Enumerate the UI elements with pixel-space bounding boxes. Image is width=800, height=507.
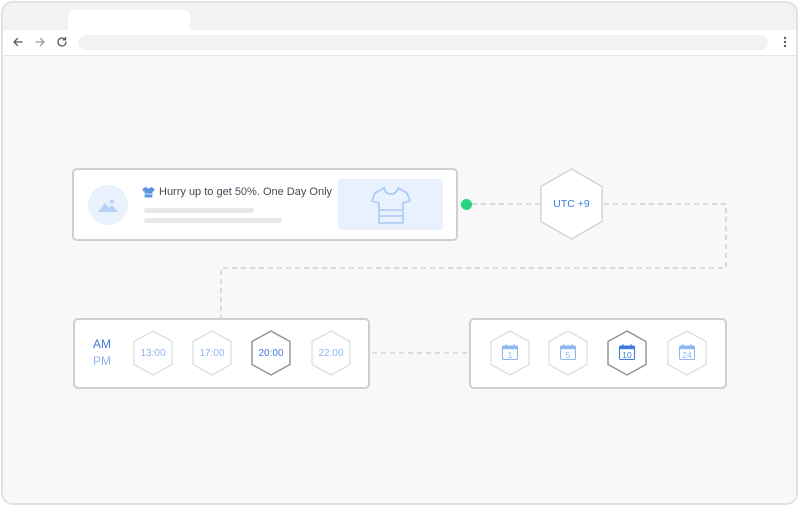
time-slot-hexagon[interactable]: 17:00 — [192, 330, 232, 376]
date-slot-hexagon[interactable]: 1 — [490, 330, 530, 376]
browser-titlebar — [3, 3, 796, 32]
timezone-label: UTC +9 — [553, 198, 590, 210]
date-slot-hexagon[interactable]: 5 — [548, 330, 588, 376]
time-slot-hexagon[interactable]: 13:00 — [133, 330, 173, 376]
am-option[interactable]: AM — [93, 337, 111, 351]
calendar-icon — [501, 343, 519, 361]
am-pm-toggle[interactable]: AM PM — [93, 336, 111, 370]
time-slot-hexagon[interactable]: 20:00 — [251, 330, 291, 376]
image-icon — [88, 185, 128, 225]
promo-title-text: Hurry up to get 50%. One Day Only — [159, 186, 333, 198]
time-slot-hexagon[interactable]: 22:00 — [311, 330, 351, 376]
time-slot-label: 20:00 — [258, 347, 284, 359]
tshirt-icon — [370, 186, 411, 224]
status-indicator — [461, 199, 472, 210]
forward-arrow-icon[interactable] — [32, 34, 48, 50]
back-arrow-icon[interactable] — [10, 34, 26, 50]
product-image — [338, 179, 443, 230]
calendar-icon — [618, 343, 636, 361]
timezone-hexagon[interactable]: UTC +9 — [540, 168, 603, 240]
calendar-icon — [678, 343, 696, 361]
calendar-icon — [559, 343, 577, 361]
kebab-menu-icon[interactable] — [777, 34, 793, 50]
date-slot-label: 24 — [682, 350, 692, 360]
date-slot-hexagon[interactable]: 24 — [667, 330, 707, 376]
pm-option[interactable]: PM — [93, 354, 111, 368]
date-slot-label: 1 — [507, 350, 513, 360]
time-slot-label: 22:00 — [318, 347, 344, 359]
promo-text-placeholder — [144, 218, 282, 223]
date-selector-card: 1 5 10 24 — [469, 318, 727, 389]
promo-text-placeholder — [144, 208, 254, 213]
page-canvas — [3, 56, 796, 503]
browser-tab[interactable] — [68, 10, 190, 32]
time-slot-label: 13:00 — [140, 347, 166, 359]
promo-notification-card[interactable]: Hurry up to get 50%. One Day Only — [72, 168, 458, 241]
tshirt-icon — [142, 186, 155, 198]
date-slot-label: 10 — [622, 350, 632, 360]
address-bar[interactable] — [78, 35, 768, 50]
time-slot-label: 17:00 — [199, 347, 225, 359]
reload-icon[interactable] — [54, 34, 70, 50]
browser-toolbar — [3, 30, 796, 56]
date-slot-hexagon[interactable]: 10 — [607, 330, 647, 376]
date-slot-label: 5 — [565, 350, 571, 360]
promo-title: Hurry up to get 50%. One Day Only — [142, 186, 332, 198]
time-selector-card: AM PM 13:00 17:00 20:00 22:00 — [73, 318, 370, 389]
